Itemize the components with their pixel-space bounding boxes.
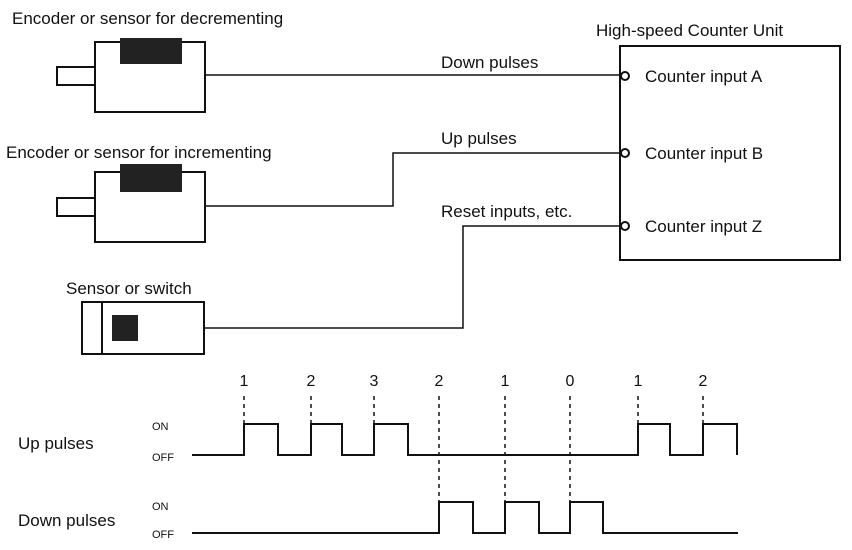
counter-input-b-label: Counter input B — [645, 144, 763, 163]
up-pulses-timing-label: Up pulses — [18, 434, 94, 453]
counter-input-a-label: Counter input A — [645, 67, 763, 86]
count-label: 1 — [501, 373, 510, 390]
decrement-encoder-label: Encoder or sensor for decrementing — [12, 9, 283, 28]
up-pulses-wire-label: Up pulses — [441, 129, 517, 148]
count-label: 2 — [435, 373, 444, 390]
down-pulses-timing-label: Down pulses — [18, 511, 115, 530]
sensor-switch — [81, 301, 205, 355]
up-pulses-waveform — [192, 423, 738, 456]
up-on-label: ON — [152, 421, 169, 433]
count-markers — [243, 396, 704, 502]
increment-encoder-label: Encoder or sensor for incrementing — [6, 143, 272, 162]
switch-body — [81, 301, 205, 355]
counter-unit-title: High-speed Counter Unit — [596, 21, 783, 40]
decrement-encoder — [56, 38, 206, 113]
count-labels: 1 2 3 2 1 0 1 2 — [240, 373, 708, 390]
down-pulses-waveform — [192, 501, 738, 534]
increment-encoder — [56, 164, 206, 243]
encoder-cap — [120, 38, 182, 64]
down-pulses-wire-label: Down pulses — [441, 53, 538, 72]
switch-label: Sensor or switch — [66, 279, 192, 298]
terminal-icon — [620, 221, 630, 231]
down-on-label: ON — [152, 501, 169, 513]
count-label: 2 — [307, 373, 316, 390]
switch-button — [112, 315, 138, 341]
terminal-icon — [620, 71, 630, 81]
up-pulses-wire — [205, 152, 621, 207]
counter-input-z-label: Counter input Z — [645, 217, 762, 236]
reset-wire-label: Reset inputs, etc. — [441, 202, 572, 221]
count-label: 1 — [634, 373, 643, 390]
count-label: 1 — [240, 373, 249, 390]
down-off-label: OFF — [152, 529, 174, 541]
count-label: 0 — [566, 373, 575, 390]
encoder-shaft — [56, 66, 96, 86]
count-label: 2 — [699, 373, 708, 390]
encoder-cap — [120, 164, 182, 192]
counter-input-a: Counter input A — [620, 67, 763, 86]
terminal-icon — [620, 148, 630, 158]
encoder-shaft — [56, 197, 96, 217]
reset-wire — [204, 225, 621, 329]
up-off-label: OFF — [152, 452, 174, 464]
count-label: 3 — [370, 373, 379, 390]
counter-input-b: Counter input B — [620, 144, 763, 163]
counter-input-z: Counter input Z — [620, 217, 762, 236]
